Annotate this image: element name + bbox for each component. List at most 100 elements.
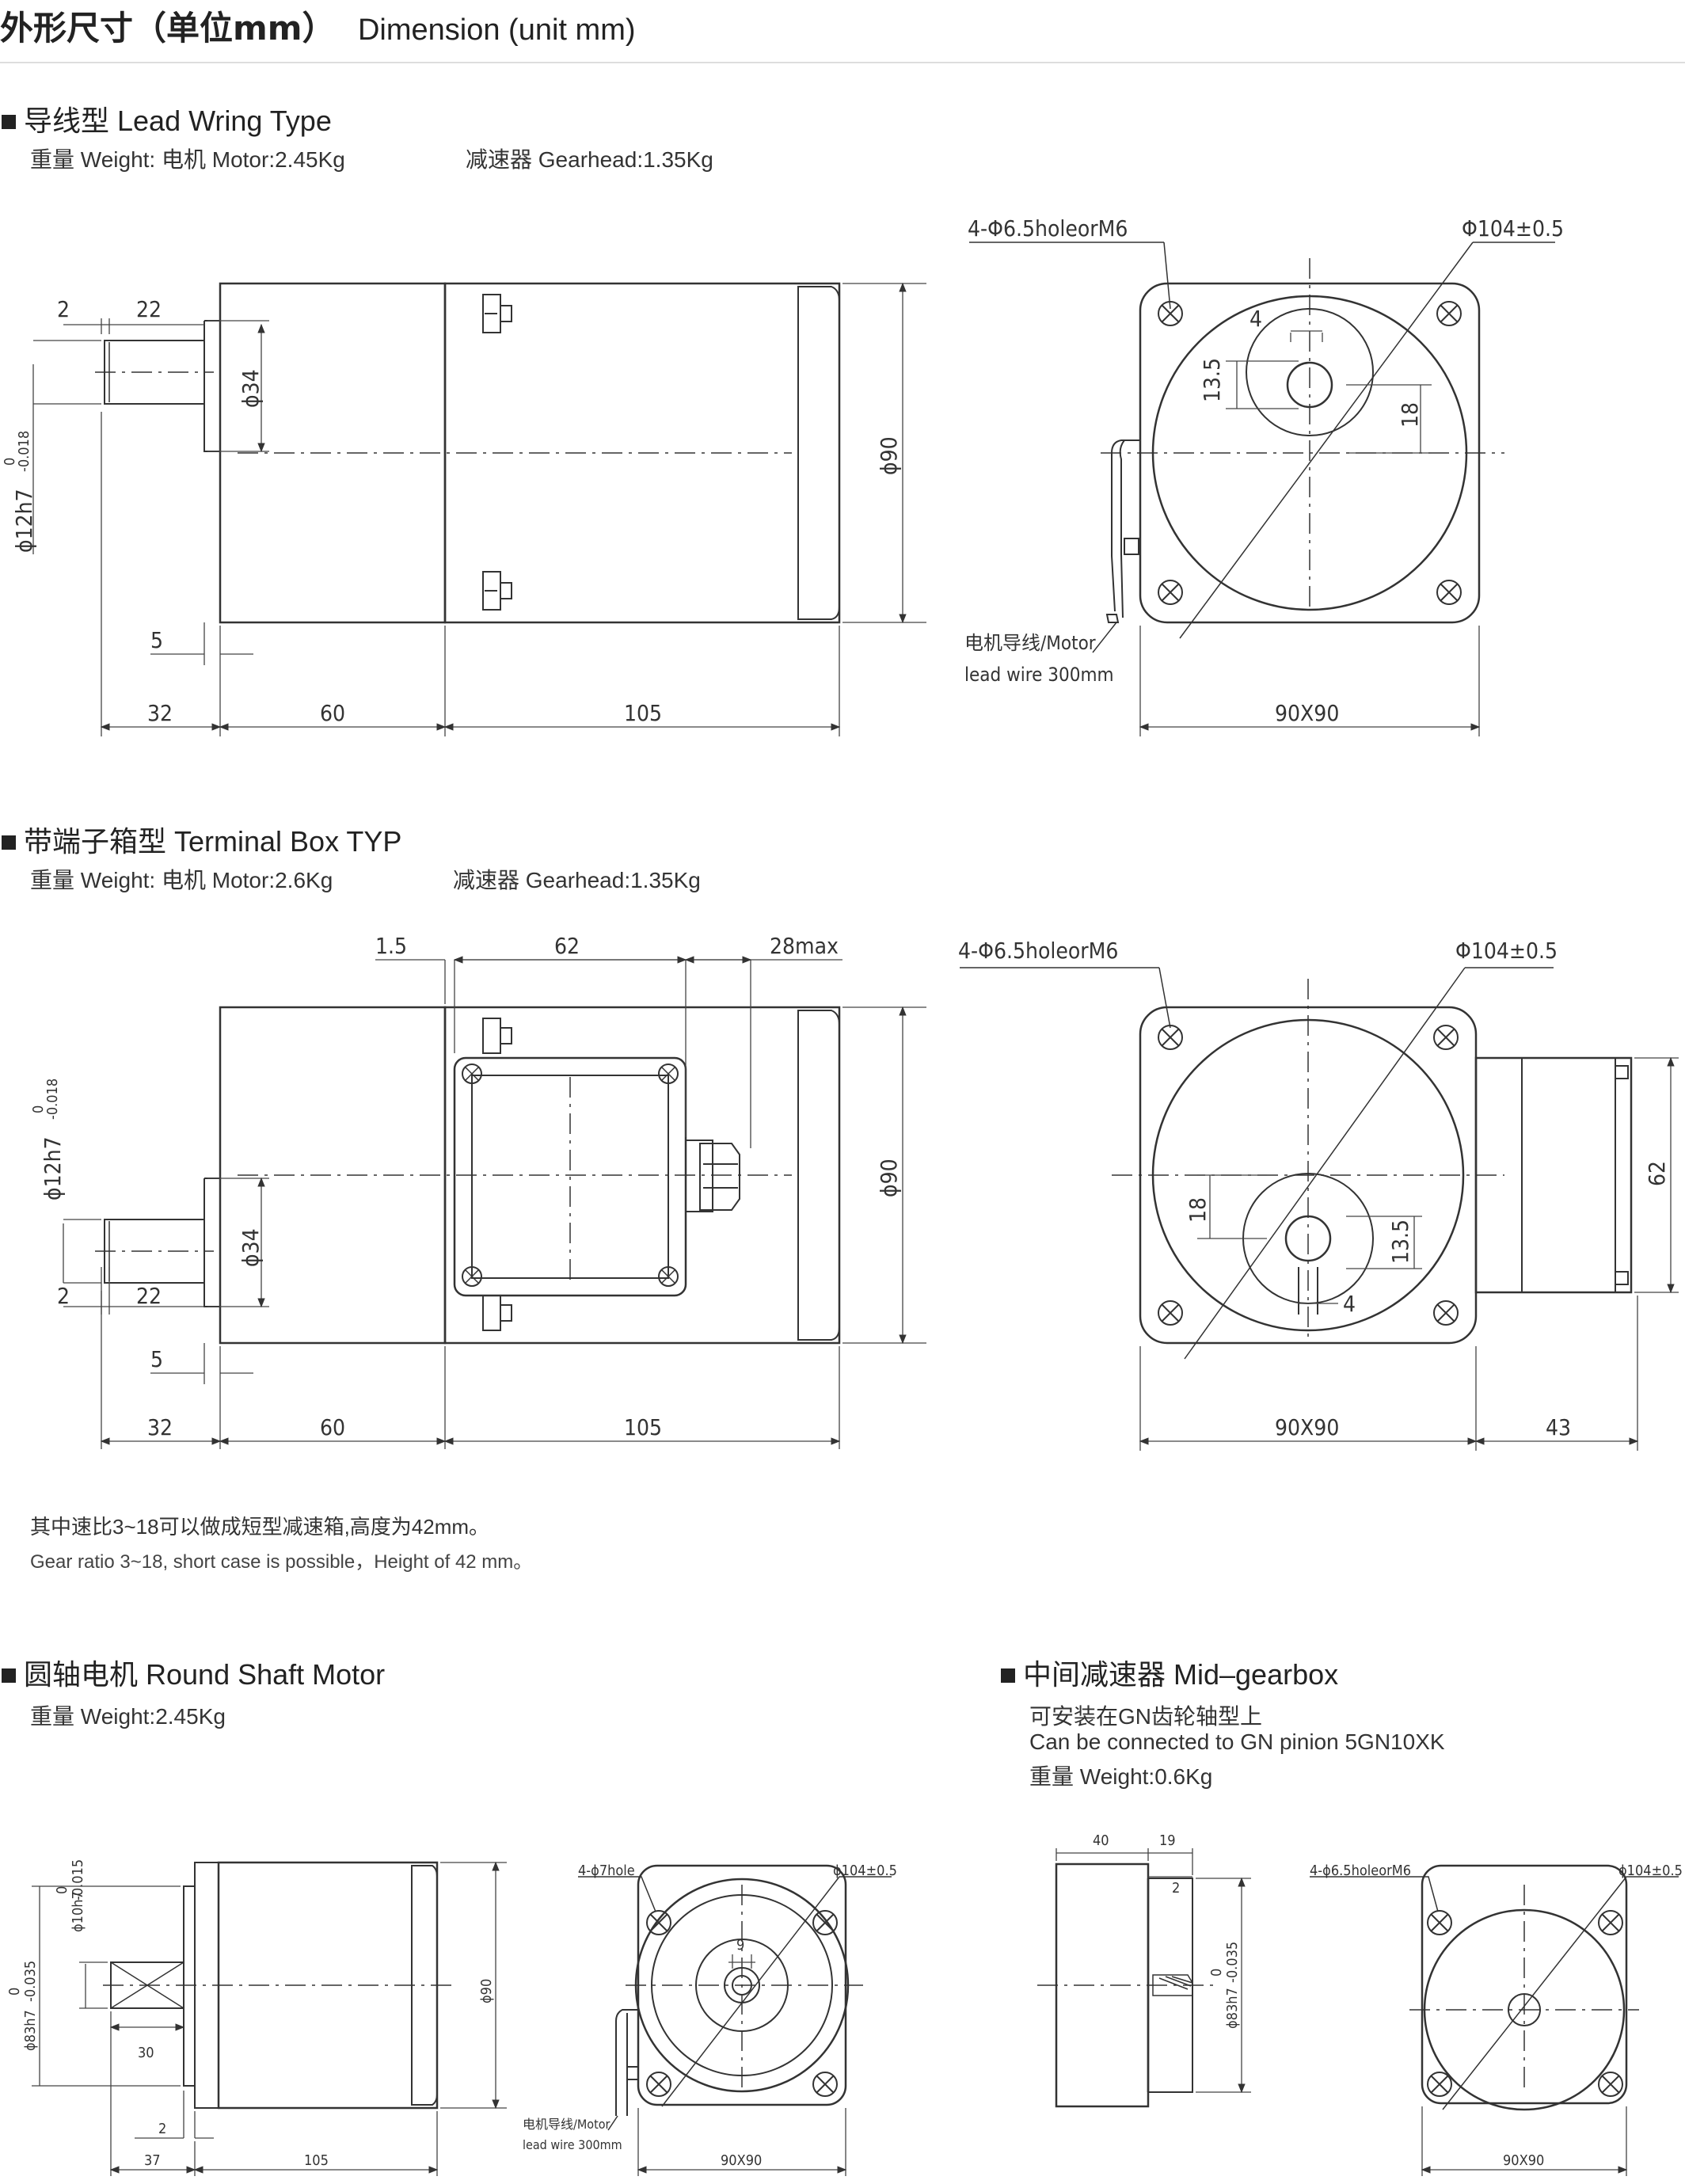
dim-13-5: 13.5 bbox=[1199, 358, 1225, 402]
dim-32: 32 bbox=[147, 1414, 173, 1440]
dim-tol-bot: -0.018 bbox=[44, 1079, 61, 1120]
dim-4: 4 bbox=[1249, 306, 1262, 332]
pcd-diagonal bbox=[1184, 967, 1466, 1360]
dim-40: 40 bbox=[1093, 1832, 1109, 1849]
terminal-box-weight-motor: 重量 Weight: 电机 Motor:2.6Kg bbox=[30, 868, 333, 892]
dim-shaft-tol-bot: -0.015 bbox=[70, 1859, 86, 1901]
dim-22: 22 bbox=[136, 1283, 162, 1309]
terminal-box-title: 带端子箱型 Terminal Box TYP bbox=[2, 819, 401, 860]
terminal-box-profile bbox=[1474, 1056, 1633, 1294]
mid-gearbox-line2: Can be connected to GN pinion 5GN10XK bbox=[1029, 1729, 1445, 1754]
lead-wire bbox=[1111, 439, 1140, 618]
dim-phi34: ϕ34 bbox=[238, 369, 264, 408]
motor-end-cap bbox=[411, 1865, 438, 2106]
dim-tol-top: 0 bbox=[2, 458, 18, 466]
dim-13-5: 13.5 bbox=[1387, 1219, 1413, 1264]
cable-gland-base bbox=[685, 1140, 713, 1212]
dim-2: 2 bbox=[57, 296, 70, 322]
mid-gearbox-line1: 可安装在GN齿轮轴型上 bbox=[1029, 1704, 1263, 1729]
center-line bbox=[95, 1077, 792, 1283]
dim-60: 60 bbox=[320, 1414, 345, 1440]
dim-90x90: 90X90 bbox=[1503, 2152, 1544, 2169]
dim-18: 18 bbox=[1185, 1197, 1211, 1223]
pcd-diagonal bbox=[1179, 242, 1474, 639]
wire-label-en: lead wire 300mm bbox=[964, 664, 1114, 686]
dim-37: 37 bbox=[144, 2152, 161, 2169]
page-title-cn: 外形尺寸（单位mm） bbox=[0, 9, 336, 48]
dim-shaft-dia: ϕ12h7 bbox=[40, 1136, 66, 1200]
mid-gearbox-weight: 重量 Weight:0.6Kg bbox=[1029, 1764, 1213, 1789]
dim-tol-top: 0 bbox=[30, 1105, 47, 1113]
dim-90x90: 90X90 bbox=[1275, 1414, 1339, 1440]
dim-105: 105 bbox=[624, 700, 662, 726]
mount-bracket-bottom bbox=[482, 1295, 512, 1331]
dim-shaft-dia: ϕ10h7 bbox=[70, 1891, 86, 1932]
bullet-square-icon bbox=[1001, 1668, 1015, 1683]
dim-30: 30 bbox=[138, 2045, 154, 2061]
bullet-square-icon bbox=[2, 115, 16, 129]
mid-gearbox-title-text: 中间减速器 Mid–gearbox bbox=[1023, 1658, 1339, 1691]
holes-label: 4-Φ6.5holeorM6 bbox=[968, 215, 1128, 242]
pilot bbox=[183, 1885, 196, 2087]
round-shaft-weight: 重量 Weight:2.45Kg bbox=[30, 1704, 226, 1729]
flange-square bbox=[1421, 1864, 1628, 2105]
dim-4: 4 bbox=[1343, 1291, 1356, 1317]
dim-5: 5 bbox=[150, 1346, 163, 1372]
wire-label-en: lead wire 300mm bbox=[523, 2137, 622, 2152]
dim-phi34: ϕ34 bbox=[238, 1228, 264, 1267]
dim-22: 22 bbox=[136, 296, 162, 322]
mount-bracket-top bbox=[482, 1018, 512, 1054]
dim-2: 2 bbox=[158, 2121, 166, 2137]
dim-90x90: 90X90 bbox=[1275, 700, 1339, 726]
dim-phi90: ϕ90 bbox=[876, 1159, 902, 1197]
dim-tol-bot: -0.035 bbox=[1224, 1942, 1241, 1983]
lead-wire-weight-gearhead: 减速器 Gearhead:1.35Kg bbox=[466, 147, 713, 172]
mid-gearbox-side-view: 40 19 2 ϕ83h7 0 -0.035 bbox=[1037, 1832, 1251, 2108]
center-lines bbox=[626, 1885, 863, 2091]
dim-105: 105 bbox=[304, 2152, 329, 2169]
lead-wire-title-text: 导线型 Lead Wring Type bbox=[24, 105, 332, 137]
dim-43: 43 bbox=[1546, 1414, 1571, 1440]
round-shaft-title-text: 圆轴电机 Round Shaft Motor bbox=[24, 1658, 386, 1691]
dim-32: 32 bbox=[147, 700, 173, 726]
dim-60: 60 bbox=[320, 700, 345, 726]
mount-bracket-bottom bbox=[482, 571, 512, 611]
round-shaft-front-view: ϕ104±0.5 4-ϕ7hole 9 电机导线/Motor lead wire… bbox=[523, 1862, 897, 2176]
dim-pilot-tol-bot: -0.035 bbox=[22, 1961, 39, 2002]
dim-2: 2 bbox=[1172, 1880, 1180, 1897]
lead-wire-title: 导线型 Lead Wring Type bbox=[2, 98, 332, 139]
holes-label: 4-ϕ7hole bbox=[578, 1862, 635, 1879]
dim-28max: 28max bbox=[770, 933, 839, 959]
header-divider bbox=[0, 62, 1685, 63]
pcd-label: Φ104±0.5 bbox=[1455, 938, 1558, 964]
gearhead-pilot bbox=[203, 320, 220, 452]
pcd-label: Φ104±0.5 bbox=[1462, 215, 1564, 242]
dim-62: 62 bbox=[554, 933, 580, 959]
bullet-square-icon bbox=[2, 835, 16, 850]
lead-wire bbox=[615, 2009, 638, 2116]
dim-1-5: 1.5 bbox=[375, 933, 407, 959]
pcd-diagonal bbox=[661, 1876, 892, 2107]
dim-105: 105 bbox=[624, 1414, 662, 1440]
center-line bbox=[95, 371, 792, 454]
gearhead-pilot bbox=[203, 1178, 220, 1307]
pcd-label: ϕ104±0.5 bbox=[833, 1862, 897, 1879]
dim-2: 2 bbox=[57, 1283, 70, 1309]
dim-5: 5 bbox=[150, 627, 163, 653]
dim-18: 18 bbox=[1397, 402, 1423, 428]
round-shaft-title: 圆轴电机 Round Shaft Motor bbox=[2, 1652, 385, 1693]
mid-gearbox-front-view: ϕ104±0.5 4-ϕ6.5holeorM6 90X90 bbox=[1310, 1862, 1683, 2176]
terminal-box-front-view: Φ104±0.5 4-Φ6.5holeorM6 18 13.5 4 62 90X… bbox=[958, 938, 1679, 1451]
dim-19: 19 bbox=[1159, 1832, 1176, 1849]
page-title: 外形尺寸（单位mm） Dimension (unit mm) bbox=[0, 2, 636, 50]
lead-wire-side-view: 2 22 ϕ34 ϕ12h7 0 -0.018 5 32 60 105 ϕ90 bbox=[2, 282, 926, 736]
dim-shaft-dia: ϕ12h7 bbox=[11, 489, 37, 553]
page-title-en: Dimension (unit mm) bbox=[357, 13, 636, 47]
lead-wire-weight-motor: 重量 Weight: 电机 Motor:2.45Kg bbox=[30, 147, 345, 172]
pcd-label: ϕ104±0.5 bbox=[1618, 1862, 1683, 1879]
wire-label-cn: 电机导线/Motor bbox=[964, 632, 1096, 654]
center-lines bbox=[1112, 979, 1504, 1338]
dim-pilot-tol-top: 0 bbox=[6, 1988, 23, 1996]
dim-tol-top: 0 bbox=[1208, 1969, 1225, 1977]
